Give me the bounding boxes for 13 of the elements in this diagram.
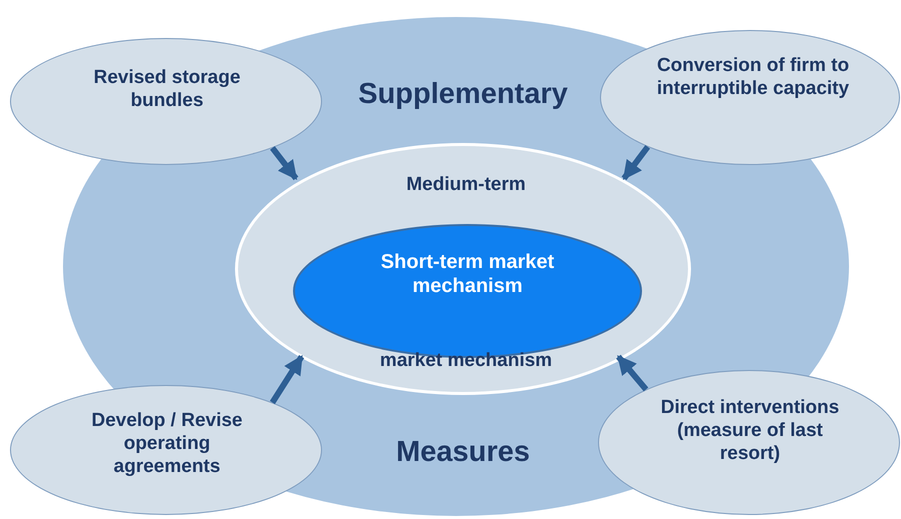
ellipse-label: Conversion of firm to interruptible capacity <box>656 55 850 101</box>
ellipse-label: Medium-term <box>405 174 527 197</box>
ellipse-label: Direct interventions (measure of last resort) <box>660 397 840 466</box>
arrow <box>270 146 298 180</box>
arrow <box>270 355 304 404</box>
ellipse-label: Supplementary <box>357 77 569 112</box>
ellipse-label: Develop / Revise operating agreements <box>90 410 244 478</box>
arrow <box>622 145 650 180</box>
ellipse-label: Short-term market mechanism <box>380 250 556 298</box>
arrow <box>616 354 648 392</box>
ellipse-label: Measures <box>395 435 531 470</box>
ellipse-label: Revised storage bundles <box>92 67 242 113</box>
ellipse-label: market mechanism <box>378 350 554 373</box>
